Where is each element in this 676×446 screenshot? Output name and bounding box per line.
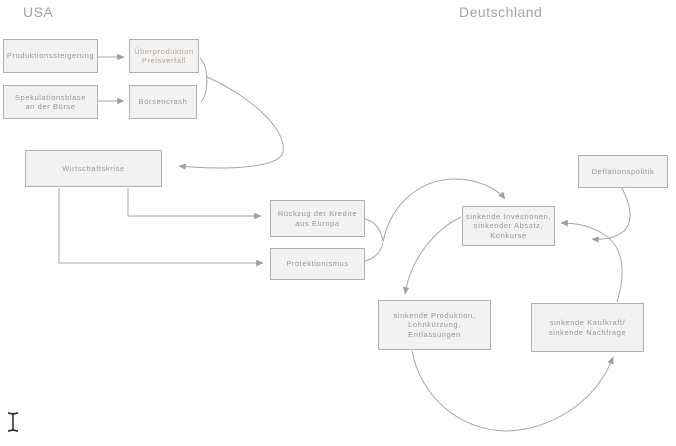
box-protektionismus[interactable]: Protektionismus — [270, 248, 365, 280]
box-label: sinkende Kaufkraft/ sinkende Nachfrage — [548, 318, 627, 337]
box-label: Spekulationsblase an der Börse — [14, 92, 87, 112]
box-label: Rückzug der Kredite aus Europa — [277, 209, 358, 228]
box-rueckzug-der-kredite[interactable]: Rückzug der Kredite aus Europa — [270, 200, 365, 237]
box-deflationspolitik[interactable]: Deflationspolitik — [578, 155, 668, 188]
brace-ueberproduktion-boersencrash — [199, 57, 208, 103]
box-produktionssteigerung[interactable]: Produktionssteigerung — [3, 39, 98, 73]
arrow-produktion-to-kaufkraft — [411, 350, 614, 432]
germany-heading: Deutschland — [459, 4, 543, 20]
box-label: Produktionssteigerung — [6, 51, 95, 61]
arrow-kaufkraft-to-investionen — [560, 219, 623, 303]
arrow-wirtschaftskrise-to-protektionismus — [58, 188, 264, 267]
box-sinkende-kaufkraft[interactable]: sinkende Kaufkraft/ sinkende Nachfrage — [531, 303, 644, 352]
usa-heading: USA — [23, 4, 54, 20]
merge-protektionismus — [364, 242, 384, 262]
arrow-investionen-to-produktion — [402, 216, 462, 295]
box-label: Börsencrash — [138, 97, 188, 107]
box-sinkende-produktion[interactable]: sinkende Produktion, Lohnkürzung, Entlas… — [378, 300, 491, 350]
box-ueberproduktion-preisverfall[interactable]: Überproduktion Preisverfall — [129, 39, 199, 73]
arrow-deflation-to-cycle — [591, 187, 631, 243]
box-label: Protektionismus — [286, 259, 349, 269]
box-label: sinkende Investionen, sinkender Absatz, … — [465, 211, 552, 240]
box-label: Überproduktion Preisverfall — [134, 46, 194, 66]
box-label: Deflationspolitik — [591, 166, 655, 176]
merge-rueckzug — [364, 218, 384, 242]
arrow-wirtschaftskrise-to-rueckzug — [127, 188, 262, 220]
text-cursor-icon — [7, 412, 19, 432]
box-sinkende-investionen[interactable]: sinkende Investionen, sinkender Absatz, … — [462, 206, 555, 246]
box-label: Wirtschaftskrise — [62, 163, 125, 173]
box-wirtschaftskrise[interactable]: Wirtschaftskrise — [25, 150, 162, 187]
box-label: sinkende Produktion, Lohnkürzung, Entlas… — [393, 310, 476, 339]
box-boersencrash[interactable]: Börsencrash — [129, 85, 197, 119]
box-spekulationsblase[interactable]: Spekulationsblase an der Börse — [3, 85, 98, 119]
